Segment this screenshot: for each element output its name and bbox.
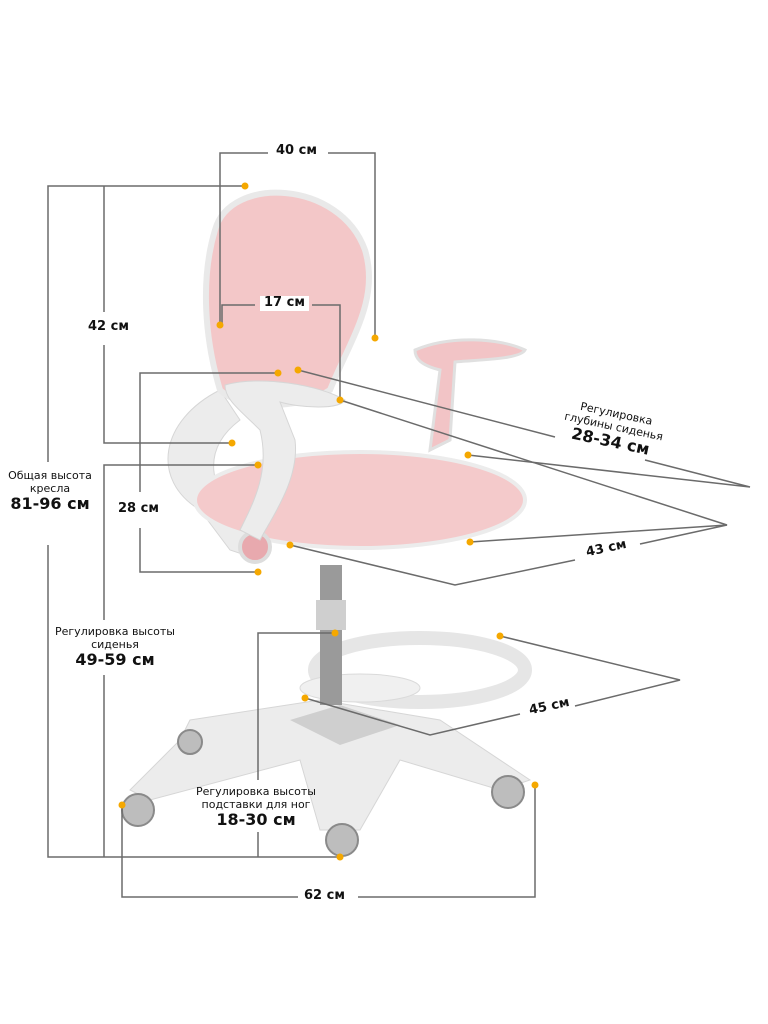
seat-height-caption-2: сиденья — [91, 637, 139, 651]
armrest-left — [224, 380, 346, 541]
wheel — [121, 729, 525, 857]
armrest-right — [413, 338, 528, 453]
total-height-value: 81-96 см — [10, 494, 90, 514]
dimension-lines — [47, 152, 751, 898]
chair-base — [129, 699, 532, 831]
back-height-label: 42 см — [84, 319, 133, 335]
footrest-ring — [308, 631, 532, 709]
footrest-height-group: Регулировка высоты подставки для ног 18-… — [195, 785, 317, 830]
seat-height-group: Регулировка высоты сиденья 49-59 см — [50, 625, 180, 670]
footrest-height-caption-2: подставки для ног — [201, 797, 311, 811]
total-height-group: Общая высота кресла 81-96 см — [6, 469, 94, 514]
armrest-offset-label: 17 см — [260, 295, 309, 311]
width-back-label: 40 см — [272, 143, 321, 159]
chair-illustration — [121, 189, 532, 857]
armrest-height-label: 28 см — [114, 501, 163, 517]
seat-height-value: 49-59 см — [75, 650, 155, 670]
total-height-caption-1: Общая высота — [8, 469, 92, 482]
total-height-caption-2: кресла — [29, 481, 71, 495]
footrest-height-value: 18-30 см — [216, 810, 296, 830]
seat-cushion — [193, 450, 527, 550]
measure-markers — [118, 182, 539, 861]
gas-lift — [320, 565, 342, 705]
seat-height-caption-1: Регулировка высоты — [55, 625, 175, 638]
footrest-height-caption-1: Регулировка высоты — [196, 785, 316, 798]
base-width-label: 62 см — [300, 888, 349, 904]
